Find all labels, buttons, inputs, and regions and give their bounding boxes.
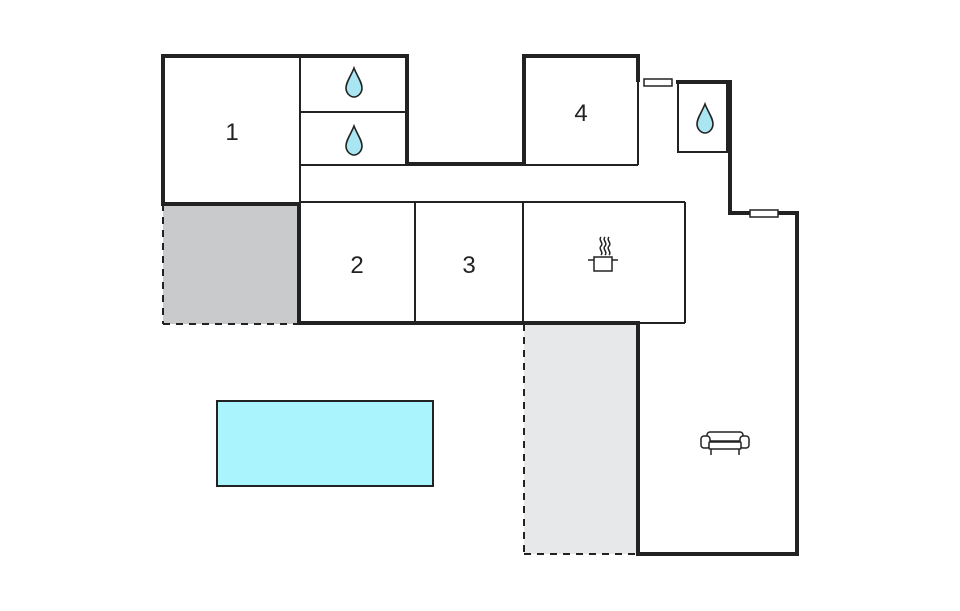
water-drop-icon	[345, 123, 363, 156]
pool	[216, 400, 434, 487]
room-3-label: 3	[462, 252, 475, 279]
room-1-label: 1	[225, 119, 238, 146]
terrace-bottom	[524, 324, 638, 554]
interior-walls	[299, 56, 728, 324]
exterior-walls	[161, 54, 799, 556]
cooking-pot-icon	[588, 236, 618, 272]
armchair-icon	[700, 431, 750, 455]
terrace-left	[163, 204, 299, 324]
window	[749, 209, 779, 218]
terrace-dashed-edges	[162, 204, 638, 555]
room-2-label: 2	[350, 252, 363, 279]
water-drop-icon	[696, 101, 714, 134]
water-drop-icon	[345, 65, 363, 98]
window	[643, 78, 673, 87]
room-4-label: 4	[574, 100, 587, 127]
